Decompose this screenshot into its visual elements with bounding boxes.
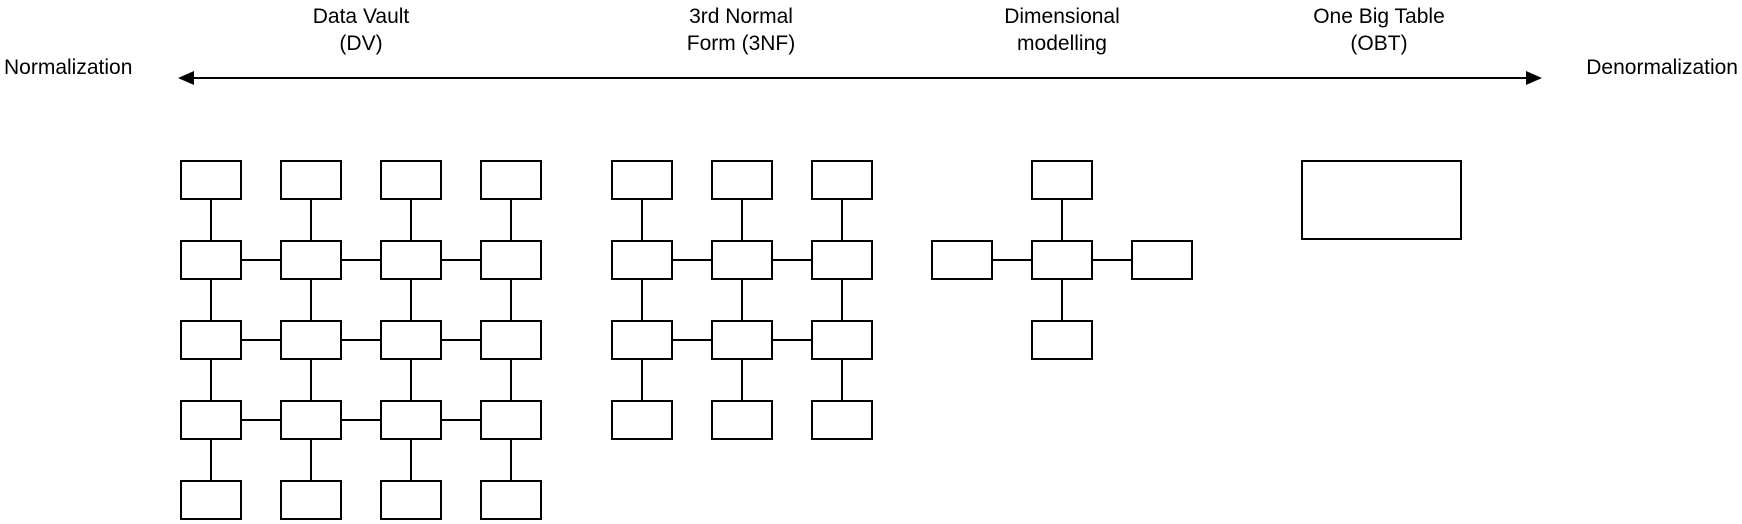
table-box [811, 400, 873, 440]
table-box [380, 160, 442, 200]
title-data-vault-line1: Data Vault [312, 5, 410, 28]
title-dimensional: Dimensional modelling [1004, 3, 1120, 57]
table-box [180, 320, 242, 360]
table-box [611, 160, 673, 200]
connector-line [242, 259, 280, 261]
arrow-head-left-icon [178, 71, 194, 85]
title-3nf-line1: 3rd Normal [689, 5, 793, 28]
table-box [611, 400, 673, 440]
connector-line [641, 360, 643, 400]
connector-line [442, 419, 480, 421]
connector-line [673, 259, 711, 261]
table-box [280, 160, 342, 200]
connector-line [442, 259, 480, 261]
connector-line [641, 280, 643, 320]
table-box [931, 240, 993, 280]
connector-line [741, 360, 743, 400]
connector-line [210, 280, 212, 320]
connector-line [773, 339, 811, 341]
table-box [380, 480, 442, 520]
table-box [380, 400, 442, 440]
table-box [1131, 240, 1193, 280]
connector-line [410, 440, 412, 480]
connector-line [673, 339, 711, 341]
title-obt: One Big Table (OBT) [1313, 3, 1445, 57]
table-box [180, 480, 242, 520]
table-box [611, 240, 673, 280]
connector-line [510, 440, 512, 480]
table-box [180, 400, 242, 440]
connector-line [993, 259, 1031, 261]
connector-line [510, 200, 512, 240]
connector-line [510, 280, 512, 320]
table-box [711, 240, 773, 280]
connector-line [510, 360, 512, 400]
connector-line [242, 419, 280, 421]
table-box [711, 400, 773, 440]
connector-line [410, 200, 412, 240]
title-data-vault: Data Vault (DV) [313, 3, 410, 57]
table-box [280, 320, 342, 360]
table-box [811, 160, 873, 200]
connector-line [242, 339, 280, 341]
connector-line [210, 360, 212, 400]
arrow-head-right-icon [1526, 71, 1542, 85]
table-box [280, 480, 342, 520]
connector-line [310, 200, 312, 240]
title-dimensional-line1: Dimensional [1004, 5, 1120, 28]
connector-line [410, 280, 412, 320]
connector-line [1093, 259, 1131, 261]
connector-line [1061, 280, 1063, 320]
connector-line [310, 280, 312, 320]
table-box [1031, 160, 1093, 200]
connector-line [641, 200, 643, 240]
connector-line [210, 200, 212, 240]
title-3nf: 3rd Normal Form (3NF) [687, 3, 796, 57]
table-box [711, 320, 773, 360]
connector-line [410, 360, 412, 400]
title-obt-line2: (OBT) [1350, 32, 1408, 55]
table-box [480, 240, 542, 280]
table-box [480, 320, 542, 360]
table-box [480, 400, 542, 440]
table-box [480, 160, 542, 200]
table-box [811, 320, 873, 360]
table-box [1031, 320, 1093, 360]
normalization-label: Normalization [4, 56, 133, 79]
table-box [180, 160, 242, 200]
table-box [280, 240, 342, 280]
table-box [1031, 240, 1093, 280]
connector-line [342, 339, 380, 341]
connector-line [310, 440, 312, 480]
connector-line [1061, 200, 1063, 240]
title-data-vault-line2: (DV) [339, 32, 383, 55]
table-box [1301, 160, 1462, 240]
connector-line [342, 419, 380, 421]
connector-line [741, 200, 743, 240]
table-box [811, 240, 873, 280]
table-box [380, 240, 442, 280]
connector-line [210, 440, 212, 480]
connector-line [841, 280, 843, 320]
title-obt-line1: One Big Table [1313, 5, 1445, 28]
connector-line [841, 200, 843, 240]
connector-line [773, 259, 811, 261]
table-box [280, 400, 342, 440]
connector-line [841, 360, 843, 400]
table-box [380, 320, 442, 360]
connector-line [310, 360, 312, 400]
spectrum-arrow-shaft [190, 77, 1530, 79]
title-dimensional-line2: modelling [1017, 32, 1107, 55]
title-3nf-line2: Form (3NF) [686, 32, 796, 55]
table-box [711, 160, 773, 200]
connector-line [442, 339, 480, 341]
connector-line [741, 280, 743, 320]
table-box [480, 480, 542, 520]
table-box [180, 240, 242, 280]
table-box [611, 320, 673, 360]
connector-line [342, 259, 380, 261]
denormalization-label: Denormalization [1586, 56, 1738, 79]
